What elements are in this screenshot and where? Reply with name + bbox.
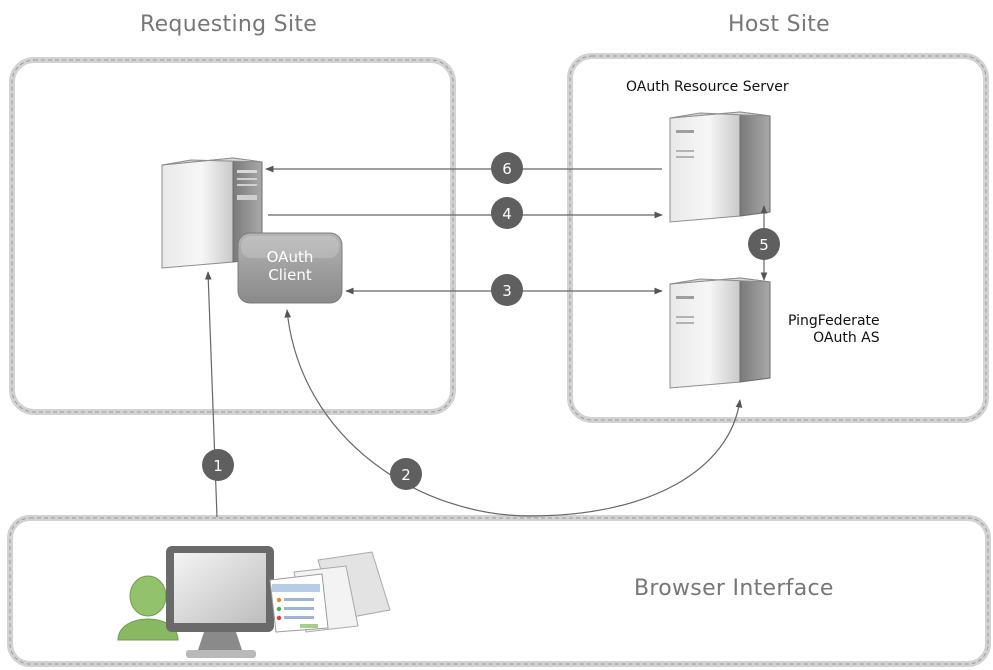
browser-interface-title: Browser Interface: [634, 576, 834, 601]
authorization-server-label-line1: PingFederate: [788, 313, 880, 329]
client-host-server-icon: [161, 157, 263, 269]
step-badge-4: 4: [491, 197, 523, 229]
svg-text:2: 2: [401, 466, 411, 484]
oauth-client-label-line1: OAuth: [266, 248, 314, 266]
svg-text:1: 1: [213, 457, 223, 475]
step-badge-5: 5: [748, 228, 780, 260]
arrow-step-2: [284, 309, 743, 517]
resource-server-label: OAuth Resource Server: [626, 79, 789, 95]
oauth-client-label-line2: Client: [268, 266, 312, 284]
step-badge-2: 2: [390, 458, 422, 490]
step-badge-3: 3: [491, 274, 523, 306]
oauth-client-box: [237, 232, 343, 304]
step-badge-1: 1: [202, 449, 234, 481]
svg-text:6: 6: [502, 160, 512, 178]
documents-icon: [269, 551, 391, 633]
monitor-icon: [166, 546, 274, 658]
authorization-server-label-line2: OAuth AS: [813, 330, 880, 346]
user-icon: [117, 575, 179, 641]
oauth-client-label: OAuth Client: [238, 248, 342, 284]
resource-server-icon: [669, 111, 771, 223]
authorization-server-label: PingFederate OAuth AS: [788, 313, 880, 347]
svg-text:3: 3: [502, 282, 512, 300]
svg-text:4: 4: [502, 205, 512, 223]
host-site-title: Host Site: [728, 12, 831, 37]
requesting-site-title: Requesting Site: [140, 12, 318, 37]
svg-text:5: 5: [759, 236, 769, 254]
authorization-server-icon: [669, 277, 771, 389]
step-badge-6: 6: [491, 152, 523, 184]
